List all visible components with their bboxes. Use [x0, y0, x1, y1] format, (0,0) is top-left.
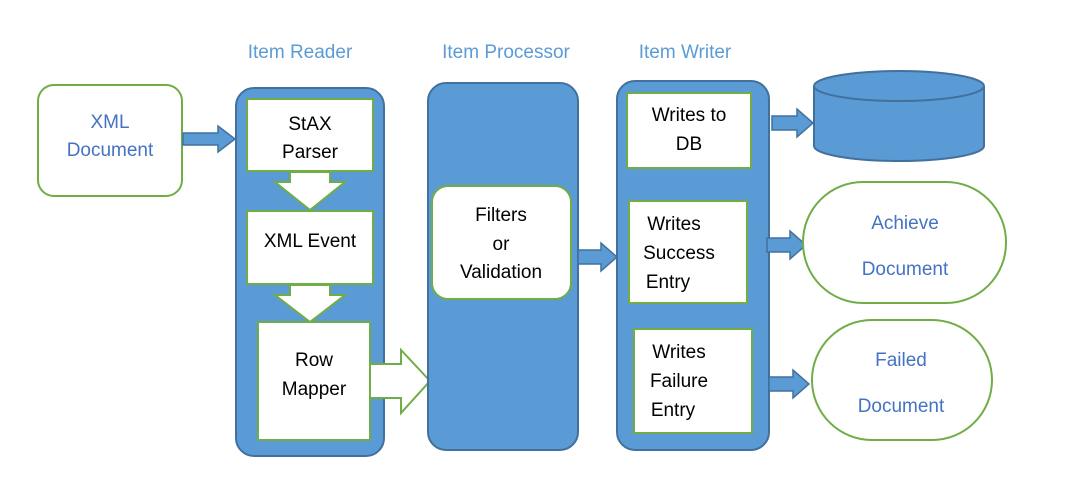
- arrow-writer-to-db: [771, 107, 815, 139]
- stax-parser-line1: StAX: [288, 114, 332, 135]
- writes-failure-line2: Failure: [650, 371, 708, 392]
- xml-document-line1: XML: [90, 112, 129, 133]
- xml-document-line2: Document: [67, 140, 154, 161]
- writes-success-box: Writes Success Entry: [628, 200, 748, 304]
- writes-success-line2: Success: [643, 243, 715, 264]
- database-cylinder: [813, 70, 985, 162]
- writes-failure-box: Writes Failure Entry: [633, 328, 753, 434]
- xml-event-label: XML Event: [264, 231, 357, 252]
- stax-parser-box: StAX Parser: [246, 98, 374, 172]
- stax-parser-line2: Parser: [282, 142, 339, 163]
- achieve-document-box: Achieve Document: [802, 181, 1007, 304]
- arrow-processor-to-writer: [577, 241, 619, 273]
- arrow-event-to-mapper: [272, 284, 348, 324]
- row-mapper-line1: Row: [295, 350, 333, 371]
- failed-document-box: Failed Document: [811, 319, 993, 441]
- writes-to-db-box: Writes to DB: [626, 92, 752, 169]
- failed-document-line2: Document: [858, 396, 945, 417]
- filters-line1: Filters: [475, 205, 527, 226]
- row-mapper-line2: Mapper: [282, 379, 347, 400]
- writes-to-db-line1: Writes to: [652, 105, 727, 126]
- arrow-mapper-to-processor: [369, 347, 432, 416]
- xml-event-box: XML Event: [246, 210, 374, 285]
- achieve-document-line1: Achieve: [871, 213, 939, 234]
- xml-document-box: XML Document: [37, 84, 183, 197]
- writes-success-line1: Writes: [647, 214, 700, 235]
- item-processor-header: Item Processor: [442, 42, 570, 63]
- filters-line3: Validation: [460, 262, 542, 283]
- writes-to-db-line2: DB: [676, 134, 702, 155]
- failed-document-line1: Failed: [875, 350, 927, 371]
- writes-failure-line3: Entry: [651, 400, 696, 421]
- achieve-document-line2: Document: [862, 259, 949, 280]
- writes-success-line3: Entry: [646, 272, 691, 293]
- arrow-writer-to-achieve: [766, 229, 808, 261]
- item-writer-header: Item Writer: [639, 42, 732, 63]
- arrow-parser-to-event: [272, 171, 348, 212]
- arrow-input-to-reader: [182, 124, 237, 154]
- row-mapper-box: Row Mapper: [257, 321, 371, 441]
- filters-validation-box: Filters or Validation: [431, 185, 572, 300]
- filters-line2: or: [493, 234, 511, 255]
- item-reader-header: Item Reader: [248, 42, 353, 63]
- arrow-writer-to-failed: [768, 368, 811, 400]
- writes-failure-line1: Writes: [652, 342, 705, 363]
